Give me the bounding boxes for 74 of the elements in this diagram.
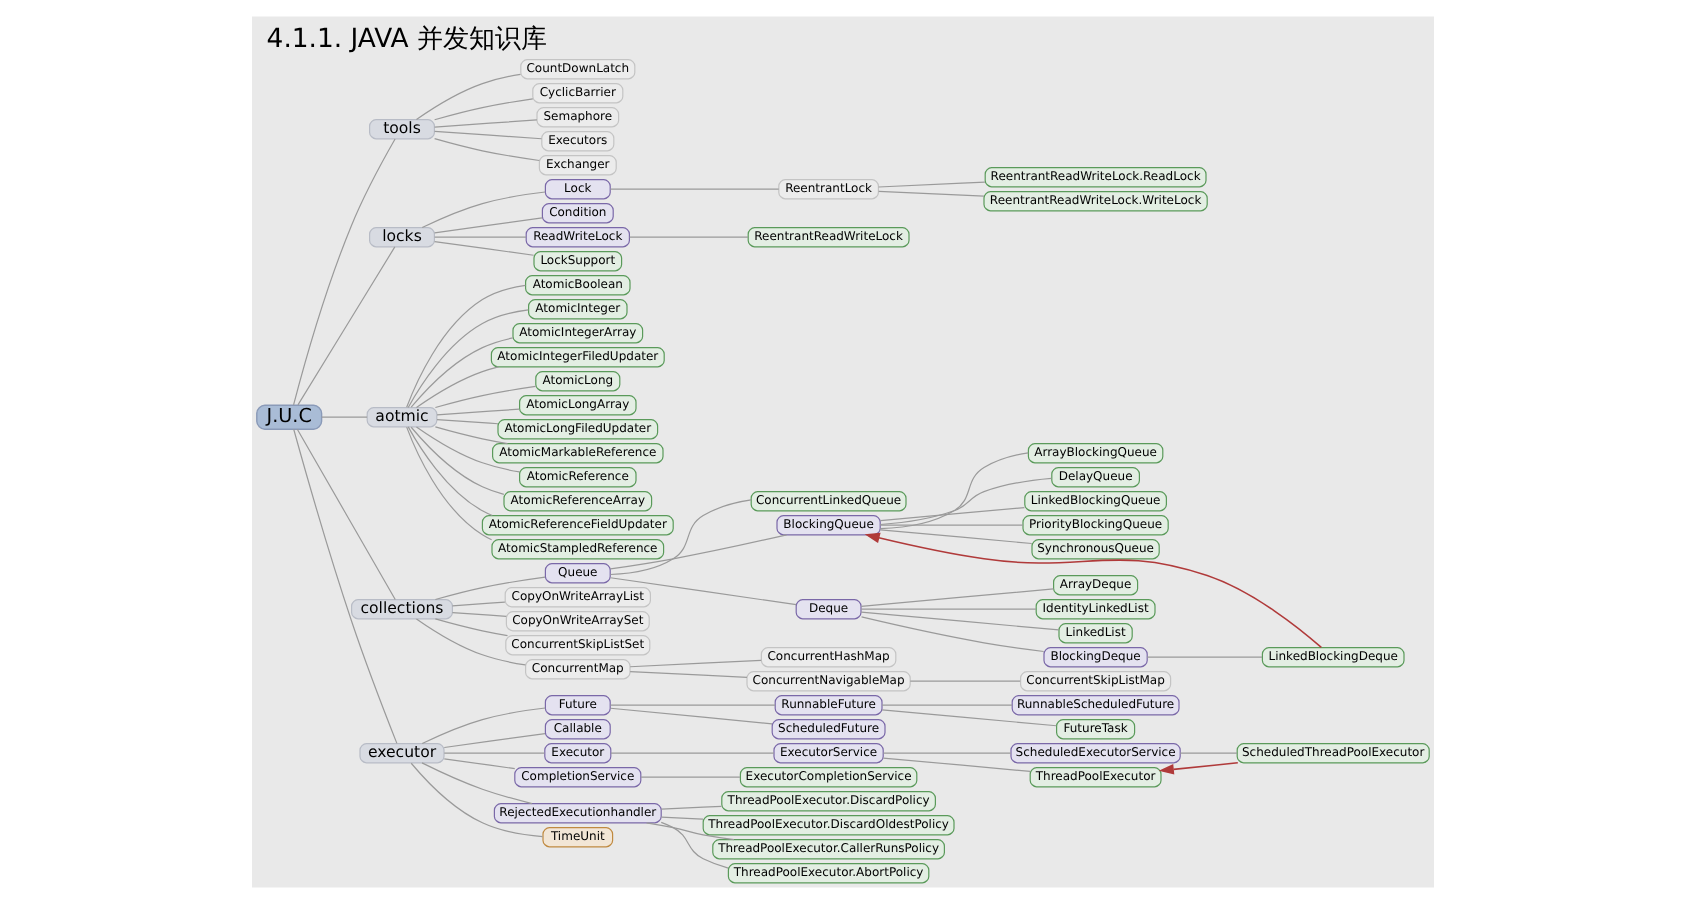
connector	[608, 499, 751, 576]
connector	[877, 181, 985, 188]
connector	[414, 73, 521, 121]
connector	[405, 426, 492, 541]
connector	[433, 385, 536, 409]
connector	[414, 366, 499, 409]
connector	[409, 762, 543, 838]
connector	[880, 704, 1012, 706]
connector	[878, 477, 1052, 526]
connector	[627, 236, 748, 238]
connector	[1145, 656, 1262, 658]
arrow	[1157, 762, 1238, 775]
connector	[406, 309, 529, 409]
connector	[881, 757, 1030, 772]
connector	[659, 805, 721, 810]
connector	[414, 426, 520, 473]
connector	[608, 188, 779, 190]
connector	[878, 529, 1032, 545]
connector	[435, 418, 498, 425]
connector	[320, 416, 367, 418]
connector	[628, 671, 747, 678]
connector	[433, 217, 542, 234]
connector	[880, 709, 1056, 727]
connector	[450, 601, 505, 607]
connector	[859, 588, 1054, 607]
connector	[878, 506, 1024, 522]
connector	[639, 776, 740, 778]
connector	[406, 426, 492, 517]
connector	[433, 240, 534, 256]
connector	[291, 138, 395, 406]
connector	[877, 190, 984, 197]
diagram-title: 4.1.1. JAVA 并发知识库	[265, 25, 546, 56]
connector	[409, 337, 513, 408]
connector	[296, 246, 395, 406]
connector	[433, 130, 542, 140]
connector	[420, 707, 545, 745]
connector	[420, 762, 532, 805]
connector	[433, 119, 537, 128]
connector	[881, 752, 1011, 754]
connector	[1178, 752, 1237, 754]
connector	[608, 534, 787, 570]
connector	[433, 98, 533, 121]
connector	[878, 452, 1028, 530]
connector	[628, 659, 761, 668]
connector	[608, 707, 772, 725]
connector	[420, 191, 545, 229]
connector	[414, 618, 525, 666]
connector	[433, 138, 539, 162]
connector	[859, 608, 1036, 610]
connector	[442, 752, 545, 754]
connector	[659, 821, 728, 869]
connector	[608, 577, 796, 606]
connector	[609, 752, 774, 754]
connector	[433, 576, 545, 601]
connector	[292, 428, 397, 744]
connector	[433, 236, 526, 238]
connector	[878, 524, 1023, 526]
connector	[859, 616, 1044, 653]
connector	[442, 758, 515, 770]
connector	[435, 408, 519, 416]
connector	[450, 612, 506, 617]
connector	[433, 618, 508, 637]
connector	[644, 822, 734, 841]
connector	[442, 732, 545, 749]
connector	[295, 428, 395, 601]
connector	[659, 816, 703, 820]
connector	[908, 680, 1020, 682]
node-box: J.U.C	[255, 404, 322, 430]
connector	[859, 611, 1059, 631]
connector	[405, 284, 526, 408]
connector	[433, 426, 508, 445]
connector	[608, 704, 775, 706]
arrow	[863, 532, 1322, 649]
connector	[409, 426, 504, 495]
